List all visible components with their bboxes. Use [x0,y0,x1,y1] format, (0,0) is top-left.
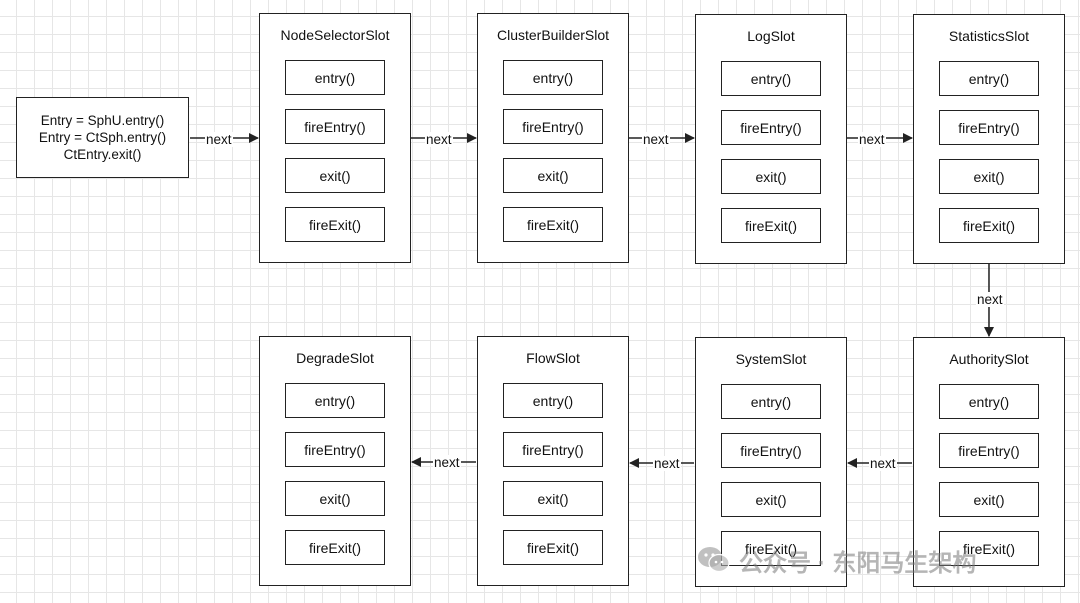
entry-line-ctsph: Entry = CtSph.entry() [38,130,167,145]
method-fire-entry: fireEntry() [939,110,1039,145]
slot-degrade: DegradeSlot entry() fireEntry() exit() f… [259,336,411,586]
next-label-2: next [425,132,453,147]
slot-node-selector: NodeSelectorSlot entry() fireEntry() exi… [259,13,411,263]
slot-title: SystemSlot [735,351,807,367]
method-fire-entry: fireEntry() [939,433,1039,468]
slot-title: LogSlot [747,28,795,44]
method-fire-exit: fireExit() [939,531,1039,566]
method-exit: exit() [939,159,1039,194]
method-entry: entry() [721,384,821,419]
method-fire-exit: fireExit() [721,208,821,243]
method-exit: exit() [285,158,385,193]
method-fire-exit: fireExit() [503,530,603,565]
slot-title: DegradeSlot [296,350,374,366]
watermark: 公众号 · 东阳马生架构 [697,540,976,580]
next-label-3: next [642,132,670,147]
method-entry: entry() [503,60,603,95]
watermark-text: 公众号 · 东阳马生架构 [739,549,977,577]
method-exit: exit() [285,481,385,516]
method-fire-entry: fireEntry() [285,432,385,467]
method-fire-exit: fireExit() [285,207,385,242]
method-exit: exit() [503,158,603,193]
slot-system: SystemSlot entry() fireEntry() exit() fi… [695,337,847,587]
entry-line-exit: CtEntry.exit() [63,147,142,162]
slot-title: FlowSlot [526,350,580,366]
entry-api-box: Entry = SphU.entry() Entry = CtSph.entry… [16,97,189,178]
next-label-8: next [433,455,461,470]
slot-statistics: StatisticsSlot entry() fireEntry() exit(… [913,14,1065,264]
method-exit: exit() [503,481,603,516]
method-fire-exit: fireExit() [285,530,385,565]
method-entry: entry() [721,61,821,96]
method-fire-exit: fireExit() [503,207,603,242]
next-label-1: next [205,132,233,147]
slot-title: ClusterBuilderSlot [496,27,610,43]
method-fire-entry: fireEntry() [721,433,821,468]
method-exit: exit() [939,482,1039,517]
method-entry: entry() [503,383,603,418]
slot-title: NodeSelectorSlot [280,27,390,43]
wechat-icon [698,547,730,573]
slot-cluster-builder: ClusterBuilderSlot entry() fireEntry() e… [477,13,629,263]
method-fire-entry: fireEntry() [721,110,821,145]
next-label-4: next [858,132,886,147]
entry-line-sphu: Entry = SphU.entry() [40,113,165,128]
next-label-5: next [976,292,1004,307]
slot-title: StatisticsSlot [948,28,1030,44]
method-entry: entry() [939,61,1039,96]
slot-flow: FlowSlot entry() fireEntry() exit() fire… [477,336,629,586]
method-exit: exit() [721,159,821,194]
method-entry: entry() [939,384,1039,419]
next-label-7: next [653,456,681,471]
method-entry: entry() [285,383,385,418]
slot-authority: AuthoritySlot entry() fireEntry() exit()… [913,337,1065,587]
slot-title: AuthoritySlot [949,351,1029,367]
method-fire-entry: fireEntry() [285,109,385,144]
method-fire-entry: fireEntry() [503,109,603,144]
method-entry: entry() [285,60,385,95]
method-exit: exit() [721,482,821,517]
method-fire-exit: fireExit() [721,531,821,566]
method-fire-exit: fireExit() [939,208,1039,243]
method-fire-entry: fireEntry() [503,432,603,467]
next-label-6: next [869,456,897,471]
slot-log: LogSlot entry() fireEntry() exit() fireE… [695,14,847,264]
